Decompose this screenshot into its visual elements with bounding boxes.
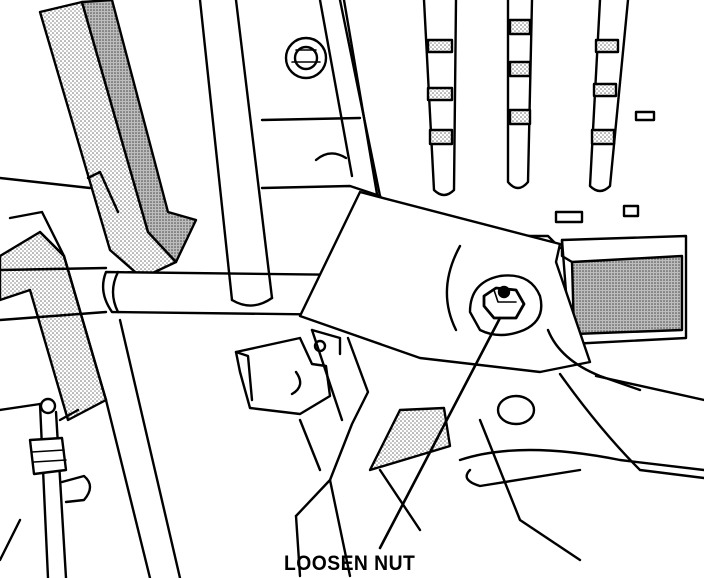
slotted-plate-1 [422,0,458,197]
right-block [560,234,688,346]
lower-structure [294,328,704,578]
upper-panel [260,0,432,234]
left-bracket [0,210,108,422]
callout-label: LOOSEN NUT [284,552,416,575]
slotted-plate-3 [588,0,630,193]
panel-slots [554,110,656,224]
slotted-plate-2 [506,0,534,190]
vertical-tube [198,0,274,307]
left-frame-rail [38,0,198,280]
upper-bolt [284,36,328,80]
linkage-rod [28,397,92,578]
callout-leader [378,316,502,550]
nut[interactable] [468,274,543,337]
lower-bracket [234,328,342,416]
left-lower-lines [0,176,182,578]
